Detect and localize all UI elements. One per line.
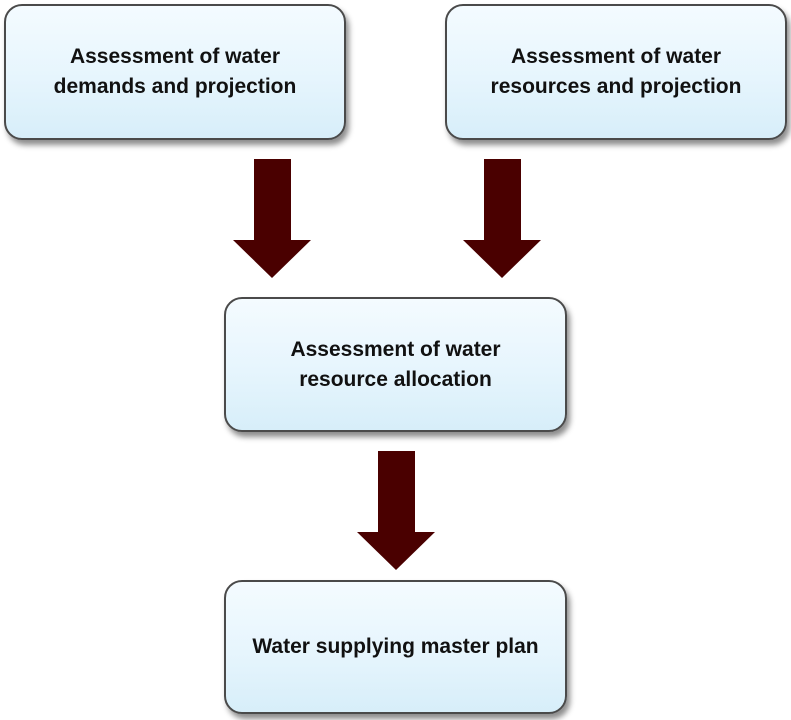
node-master-plan: Water supplying master plan <box>224 580 567 714</box>
arrow-resources-to-allocation <box>463 159 541 279</box>
node-water-resources-line2: resources and projection <box>490 75 742 98</box>
node-water-resources: Assessment of water resources and projec… <box>445 4 787 140</box>
arrow-down-icon <box>233 159 311 278</box>
node-resource-allocation: Assessment of water resource allocation <box>224 297 567 432</box>
arrow-down-icon <box>357 451 435 570</box>
arrow-allocation-to-master <box>357 451 435 571</box>
node-master-plan-line1: Water supplying master plan <box>252 635 539 658</box>
node-water-demands-line1: Assessment of water <box>69 45 281 68</box>
node-water-resources-line1: Assessment of water <box>510 45 722 68</box>
node-water-demands-line2: demands and projection <box>53 75 297 98</box>
arrow-down-icon <box>463 159 541 278</box>
node-resource-allocation-line2: resource allocation <box>299 367 492 391</box>
node-resource-allocation-line1: Assessment of water <box>290 337 501 361</box>
arrow-demands-to-allocation <box>233 159 311 279</box>
node-water-demands: Assessment of water demands and projecti… <box>4 4 346 140</box>
